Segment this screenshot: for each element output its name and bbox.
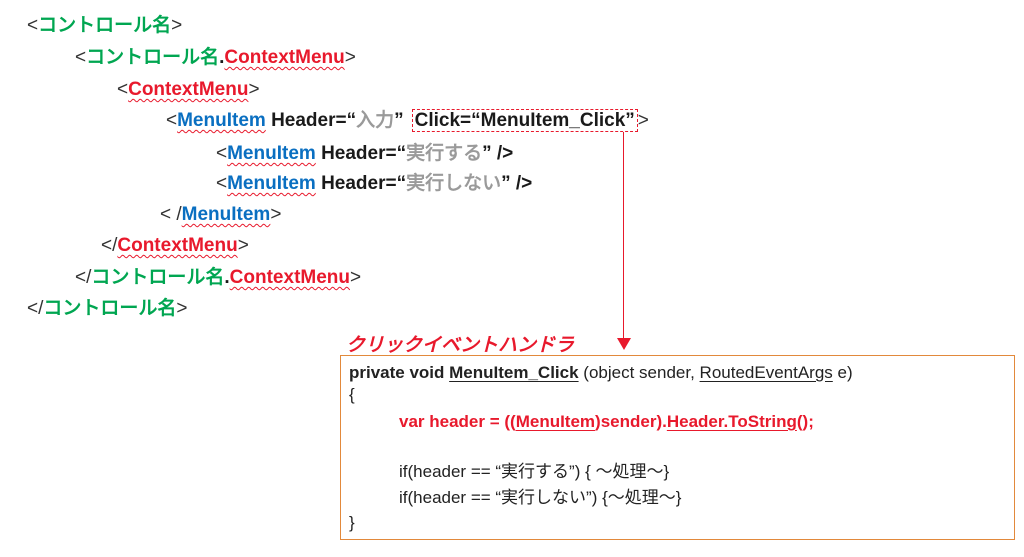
xaml-line-10: </コントロール名>	[27, 297, 188, 321]
tag-bracket: <	[27, 15, 39, 36]
tag-bracket: </	[101, 235, 118, 256]
header-attr: Header=“	[315, 143, 407, 164]
menuitem-tag: MenuItem	[177, 110, 266, 131]
header-attr: Header=“	[315, 173, 407, 194]
var-end: ();	[796, 412, 814, 431]
method-name: MenuItem_Click	[449, 363, 579, 382]
click-attribute-highlight: Click=“MenuItem_Click”	[411, 109, 638, 132]
code-close-brace: }	[349, 513, 355, 532]
header-value: 実行しない	[406, 173, 502, 194]
dot: .	[219, 47, 225, 68]
tag-bracket: < /	[160, 204, 182, 225]
tag-bracket: <	[216, 143, 228, 164]
context-menu-text: ContextMenu	[224, 47, 345, 68]
control-name: コントロール名	[43, 298, 177, 319]
control-name: コントロール名	[86, 47, 220, 68]
xaml-line-1: <コントロール名>	[27, 14, 182, 38]
tag-close: ” />	[501, 173, 533, 194]
xaml-line-3: <ContextMenu>	[117, 78, 260, 102]
header-attr: Header=“	[265, 110, 357, 131]
code-if-line-2: if(header == “実行しない”) {～処理～}	[399, 488, 682, 507]
dot: .	[224, 267, 230, 288]
menuitem-tag: MenuItem	[181, 204, 271, 225]
context-menu-text: ContextMenu	[117, 235, 238, 256]
args-type: RoutedEventArgs	[699, 363, 833, 382]
xaml-line-9: </コントロール名.ContextMenu>	[75, 266, 361, 290]
signature-args: (object sender,	[578, 363, 700, 382]
signature-args: e)	[832, 363, 853, 382]
code-box: private void MenuItem_Click (object send…	[340, 355, 1015, 540]
code-if-line-1: if(header == “実行する”) { ～処理～}	[399, 462, 670, 481]
tag-bracket: <	[166, 110, 178, 131]
xaml-line-7: < /MenuItem>	[160, 203, 281, 227]
header-value: 入力	[356, 110, 395, 131]
arrow-connector	[623, 132, 624, 342]
tag-bracket: >	[171, 15, 183, 36]
xaml-line-2: <コントロール名.ContextMenu>	[75, 46, 356, 70]
tag-bracket: <	[117, 79, 129, 100]
control-name: コントロール名	[38, 15, 172, 36]
cast-type: MenuItem	[515, 412, 596, 431]
var-keyword: var header = ((	[399, 412, 516, 431]
handler-title: クリックイベントハンドラ	[346, 335, 575, 356]
context-menu-text: ContextMenu	[128, 79, 249, 100]
quote: ”	[394, 110, 404, 131]
code-open-brace: {	[349, 385, 355, 404]
xaml-line-5: <MenuItem Header=“実行する” />	[216, 142, 513, 166]
tag-bracket: >	[270, 204, 282, 225]
arrow-head-icon	[617, 338, 631, 350]
xaml-line-6: <MenuItem Header=“実行しない” />	[216, 172, 532, 196]
menuitem-tag: MenuItem	[227, 173, 316, 194]
code-var-line: var header = ((MenuItem)sender).Header.T…	[399, 411, 814, 433]
tag-bracket: >	[176, 298, 188, 319]
xaml-line-8: </ContextMenu>	[101, 234, 249, 258]
signature-keywords: private void	[349, 363, 450, 382]
tag-bracket: </	[27, 298, 44, 319]
control-name: コントロール名	[91, 267, 225, 288]
tag-bracket: <	[75, 47, 87, 68]
tag-bracket: >	[637, 110, 649, 131]
tag-bracket: >	[350, 267, 362, 288]
header-value: 実行する	[406, 143, 483, 164]
menuitem-tag: MenuItem	[227, 143, 316, 164]
tag-bracket: >	[237, 235, 249, 256]
tag-bracket: >	[248, 79, 260, 100]
code-signature: private void MenuItem_Click (object send…	[349, 362, 853, 384]
xaml-line-4: <MenuItem Header=“入力” Click=“MenuItem_Cli…	[166, 109, 649, 133]
tag-close: ” />	[482, 143, 514, 164]
tag-bracket: <	[216, 173, 228, 194]
tag-bracket: </	[75, 267, 92, 288]
context-menu-text: ContextMenu	[229, 267, 350, 288]
tag-bracket: >	[344, 47, 356, 68]
var-mid: )sender).	[595, 412, 667, 431]
header-tostring: Header.ToString	[666, 412, 797, 431]
